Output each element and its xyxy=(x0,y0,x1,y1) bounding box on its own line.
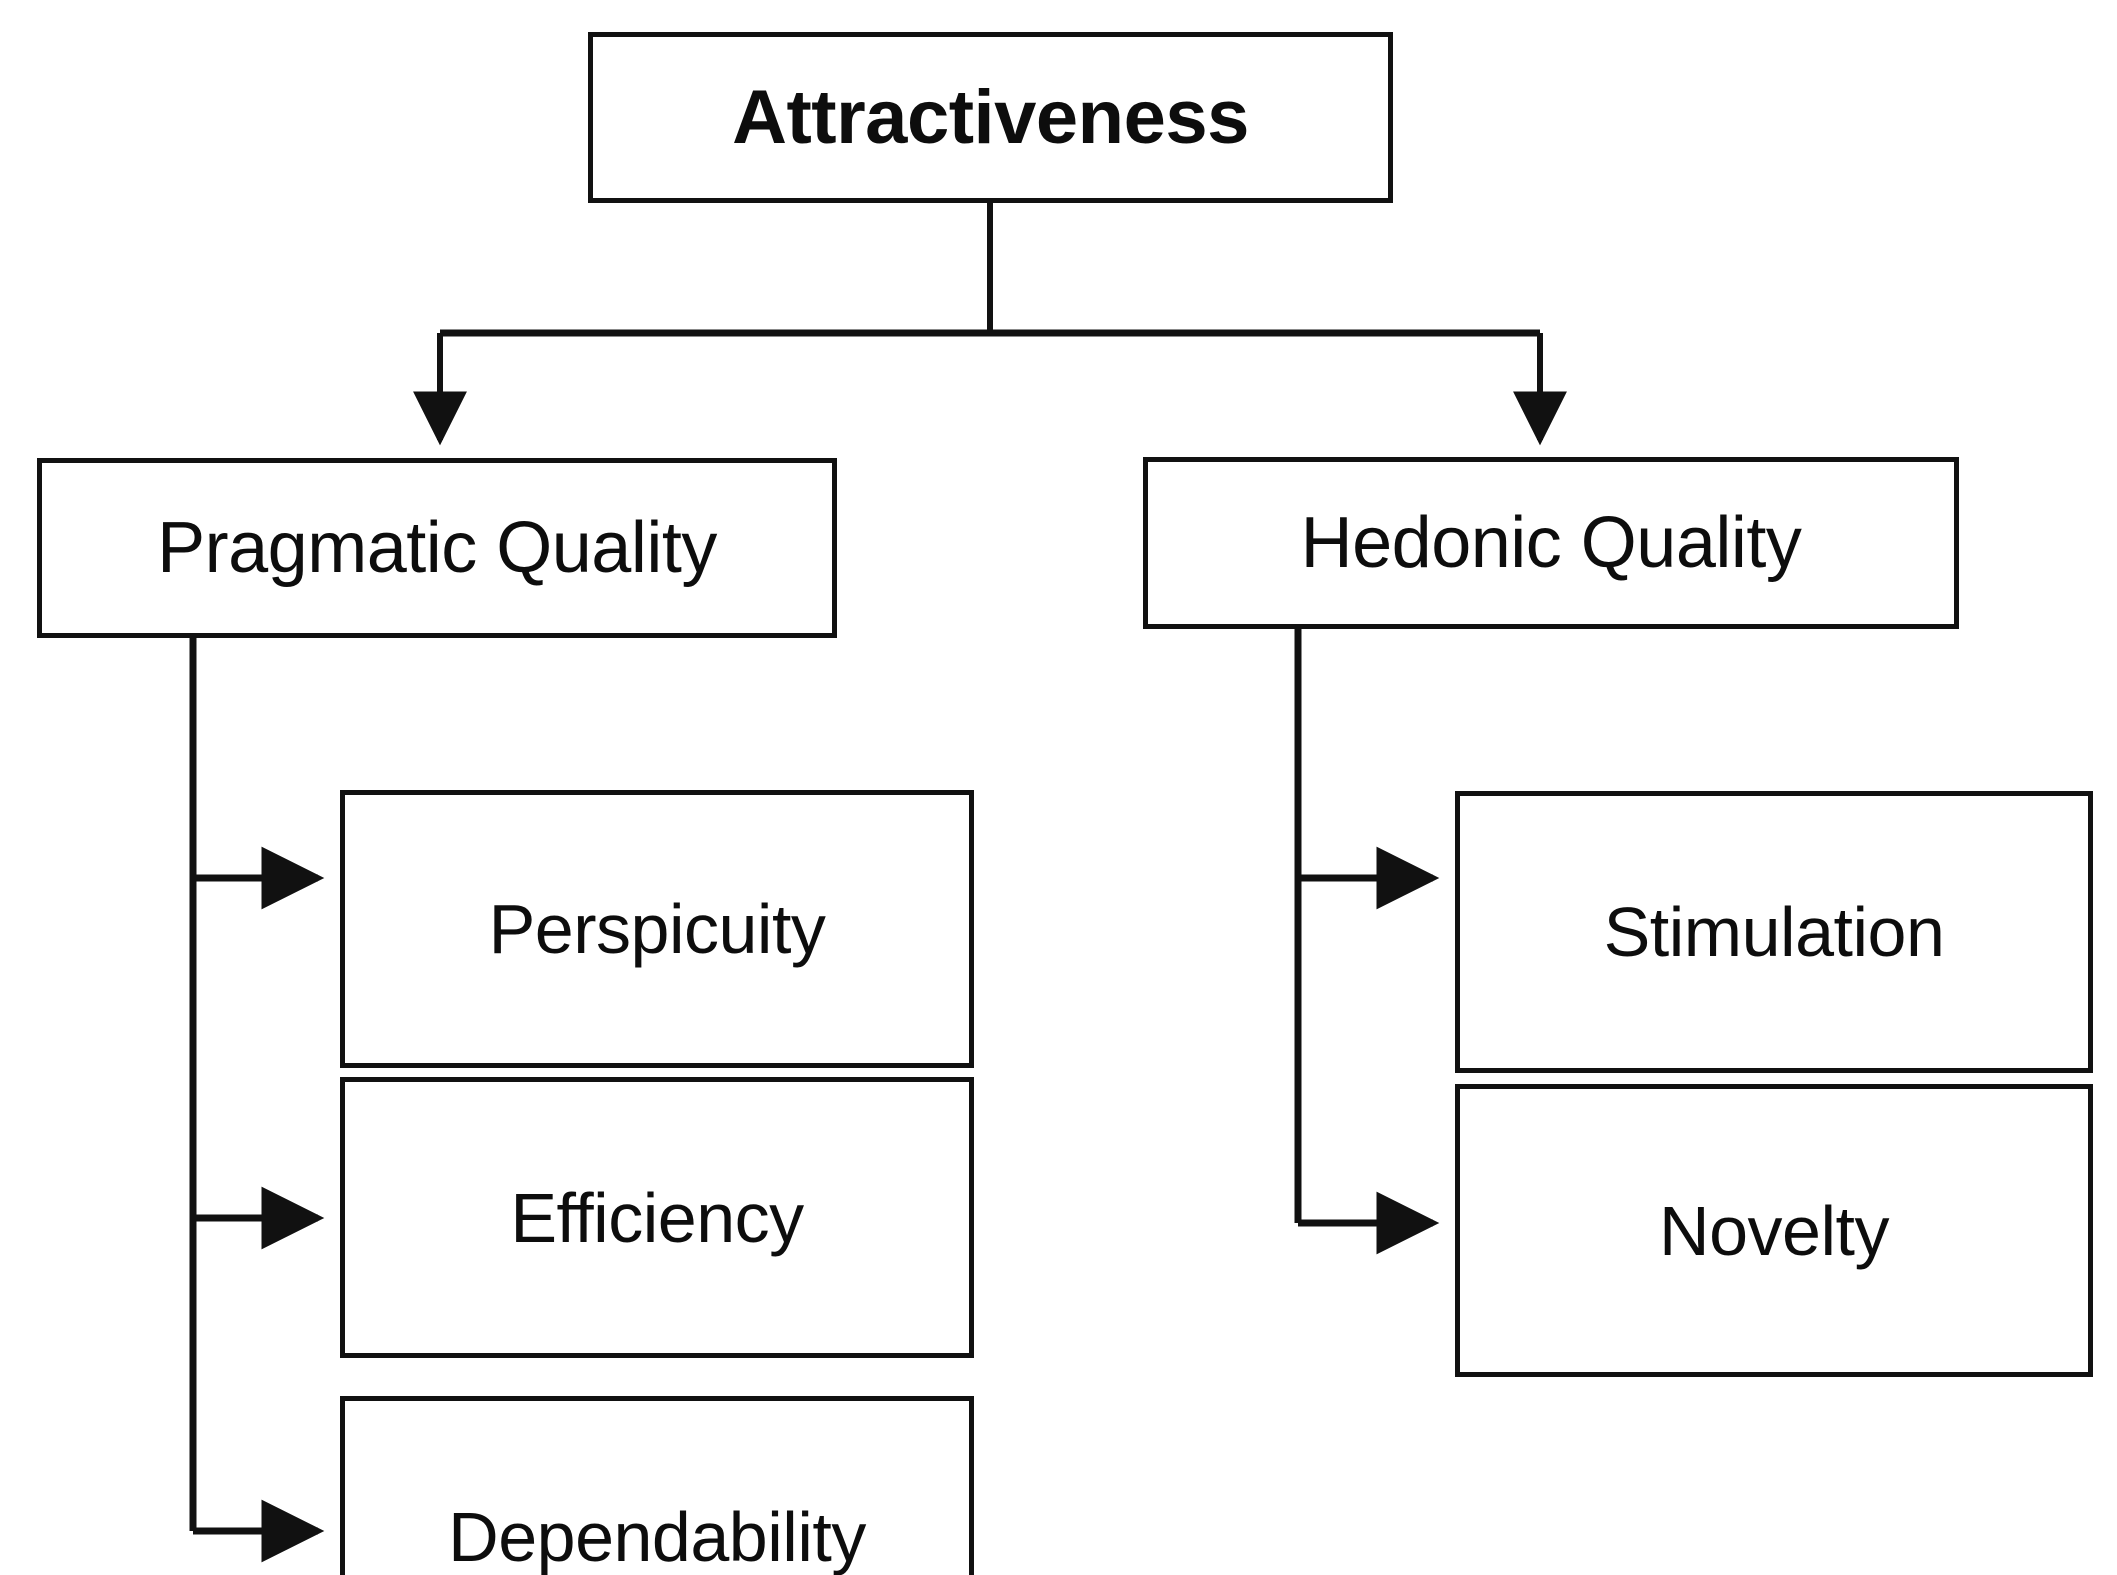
node-novelty[interactable]: Novelty xyxy=(1455,1084,2093,1377)
node-novelty-label: Novelty xyxy=(1659,1191,1889,1270)
node-stimulation-label: Stimulation xyxy=(1603,893,1945,971)
node-perspicuity[interactable]: Perspicuity xyxy=(340,790,974,1068)
node-hedonic-quality[interactable]: Hedonic Quality xyxy=(1143,457,1959,629)
node-dependability-label: Dependability xyxy=(448,1497,866,1575)
node-pragmatic-quality-label: Pragmatic Quality xyxy=(157,508,717,588)
node-pragmatic-quality[interactable]: Pragmatic Quality xyxy=(37,458,837,638)
node-perspicuity-label: Perspicuity xyxy=(488,890,826,968)
node-attractiveness[interactable]: Attractiveness xyxy=(588,32,1393,203)
node-efficiency[interactable]: Efficiency xyxy=(340,1077,974,1358)
node-dependability[interactable]: Dependability xyxy=(340,1396,974,1575)
node-efficiency-label: Efficiency xyxy=(510,1178,804,1257)
node-attractiveness-label: Attractiveness xyxy=(732,74,1249,160)
node-stimulation[interactable]: Stimulation xyxy=(1455,791,2093,1073)
node-hedonic-quality-label: Hedonic Quality xyxy=(1300,503,1802,583)
